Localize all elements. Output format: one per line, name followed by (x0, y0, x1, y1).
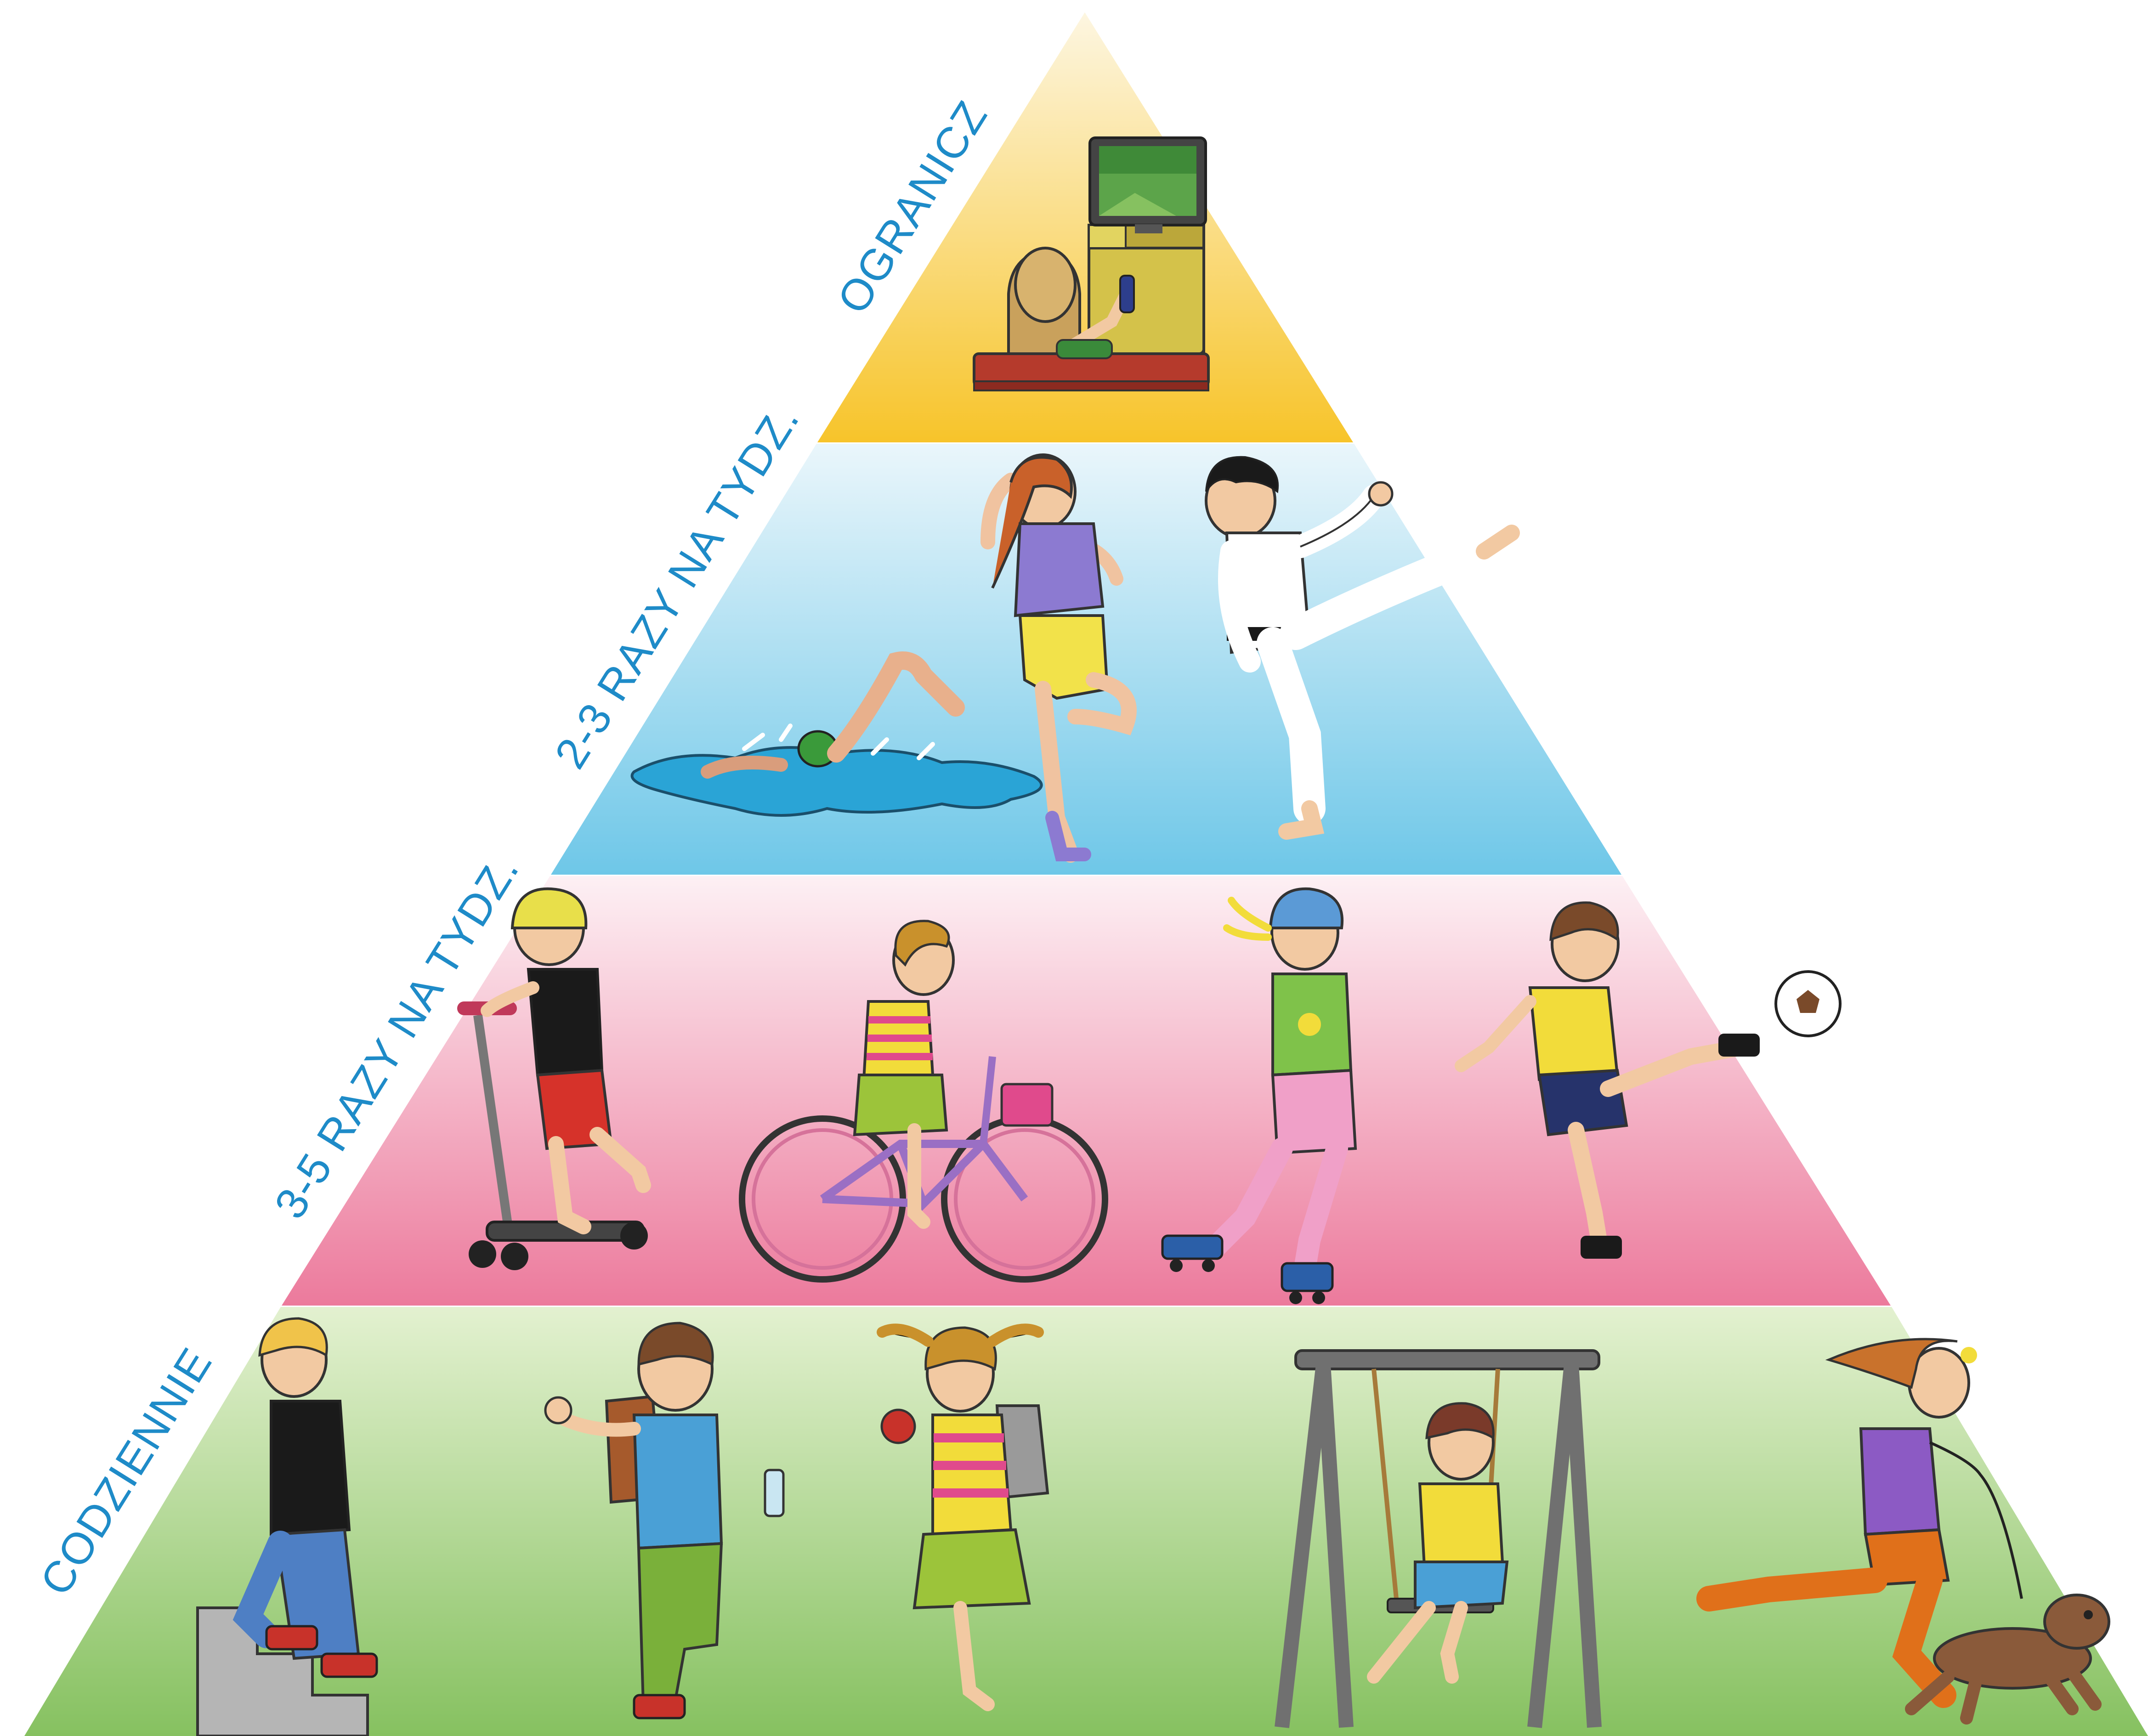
illustration-climbing-stairs (196, 1317, 378, 1736)
illustration-walking-with-apple (877, 1323, 1049, 1711)
illustration-scooter (457, 887, 651, 1270)
tier-3-5-band (282, 876, 1891, 1306)
illustration-karate (1205, 456, 1520, 840)
illustration-cycling (739, 920, 1108, 1283)
illustration-roller-skating (1161, 887, 1357, 1304)
illustration-walking-dog (1696, 1338, 2110, 1725)
tier-limit-band (817, 12, 1353, 442)
illustration-walking-to-school (544, 1322, 785, 1719)
illustration-swimming (630, 651, 1043, 817)
illustration-swinging (1275, 1349, 1602, 1728)
illustration-watching-tv (973, 136, 1210, 391)
illustration-dancing (980, 453, 1137, 863)
illustration-football (1455, 901, 1842, 1259)
